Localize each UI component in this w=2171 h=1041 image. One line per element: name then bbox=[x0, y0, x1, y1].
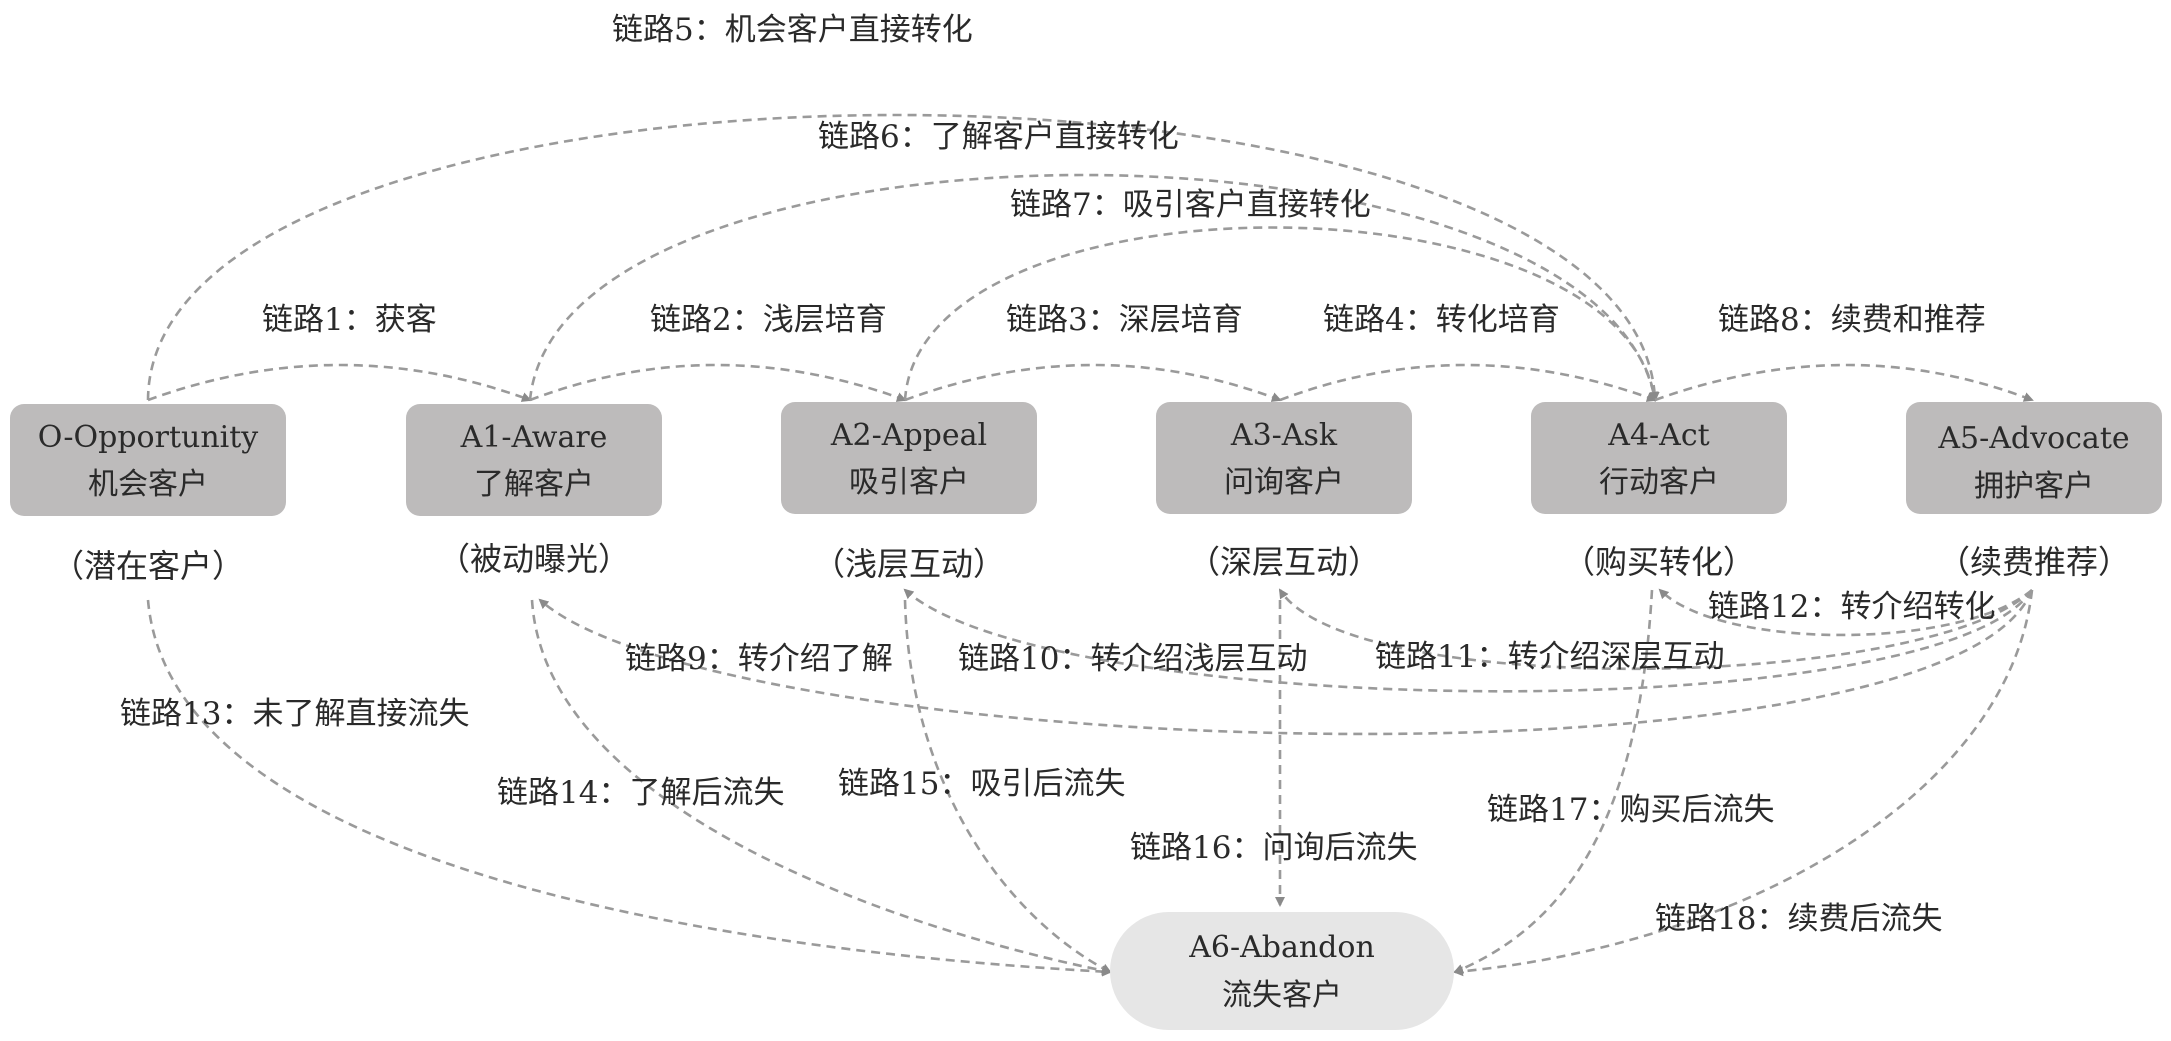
stage-en-label: A3-Ask bbox=[1230, 418, 1338, 453]
link-path-4 bbox=[1279, 363, 1657, 402]
link-label-7: 链路7：吸引客户直接转化 bbox=[1010, 187, 1371, 223]
stage-A3-subtitle: （深层互动） bbox=[1188, 543, 1380, 581]
stage-A2-subtitle: （浅层互动） bbox=[813, 545, 1005, 583]
link-path-6 bbox=[528, 173, 1659, 402]
stage-en-label: A6-Abandon bbox=[1188, 930, 1375, 965]
link-path-13 bbox=[146, 599, 1112, 977]
stage-cn-label: 吸引客户 bbox=[849, 465, 969, 500]
stage-box-A6: A6-Abandon 流失客户 bbox=[1110, 912, 1454, 1030]
stage-cn-label: 问询客户 bbox=[1224, 465, 1344, 500]
stage-en-label: A5-Advocate bbox=[1937, 421, 2129, 456]
link-labels: 链路5：机会客户直接转化 链路6：了解客户直接转化 链路7：吸引客户直接转化 链… bbox=[120, 12, 1995, 937]
link-label-11: 链路11：转介绍深层互动 bbox=[1375, 639, 1724, 675]
link-path-12 bbox=[1658, 588, 2033, 637]
link-path-9 bbox=[538, 589, 2034, 736]
stage-en-label: A1-Aware bbox=[460, 420, 608, 455]
stage-box-A4: A4-Act 行动客户 bbox=[1531, 402, 1787, 514]
link-path-3 bbox=[904, 363, 1282, 402]
link-path-7 bbox=[903, 226, 1659, 402]
stage-cn-label: 流失客户 bbox=[1222, 978, 1342, 1013]
link-label-17: 链路17：购买后流失 bbox=[1487, 792, 1774, 828]
link-label-16: 链路16：问询后流失 bbox=[1130, 830, 1417, 866]
stage-en-label: O-Opportunity bbox=[38, 420, 259, 455]
link-label-13: 链路13：未了解直接流失 bbox=[120, 696, 469, 732]
link-path-11 bbox=[1278, 588, 2033, 671]
stage-box-A3: A3-Ask 问询客户 bbox=[1156, 402, 1412, 514]
stage-box-A5: A5-Advocate 拥护客户 bbox=[1906, 402, 2162, 514]
stage-A1-subtitle: （被动曝光） bbox=[438, 540, 630, 578]
stage-en-label: A2-Appeal bbox=[830, 418, 987, 453]
link-label-14: 链路14：了解后流失 bbox=[497, 775, 784, 811]
link-path-1 bbox=[147, 363, 532, 402]
link-path-17 bbox=[1453, 589, 1654, 974]
stage-A4-subtitle: （购买转化） bbox=[1563, 543, 1755, 581]
link-label-12: 链路12：转介绍转化 bbox=[1708, 589, 1995, 625]
stage-A5-subtitle: （续费推荐） bbox=[1938, 543, 2130, 581]
link-label-4: 链路4：转化培育 bbox=[1323, 302, 1560, 338]
link-label-1: 链路1：获客 bbox=[262, 302, 437, 338]
stage-O-subtitle: （潜在客户） bbox=[52, 547, 244, 585]
link-label-5: 链路5：机会客户直接转化 bbox=[612, 12, 973, 48]
stage-cn-label: 了解客户 bbox=[474, 467, 594, 502]
link-path-10 bbox=[903, 588, 2034, 693]
stage-cn-label: 行动客户 bbox=[1599, 465, 1719, 500]
stage-cn-label: 机会客户 bbox=[88, 467, 208, 502]
link-label-8: 链路8：续费和推荐 bbox=[1718, 302, 1986, 338]
link-label-2: 链路2：浅层培育 bbox=[650, 302, 887, 338]
link-path-2 bbox=[529, 363, 907, 402]
link-label-9: 链路9：转介绍了解 bbox=[625, 641, 893, 677]
link-label-10: 链路10：转介绍浅层互动 bbox=[958, 641, 1307, 677]
stage-box-O: O-Opportunity 机会客户 bbox=[10, 404, 286, 516]
stage-en-label: A4-Act bbox=[1607, 418, 1709, 453]
link-path-18 bbox=[1453, 589, 2034, 977]
link-path-5 bbox=[146, 113, 1660, 402]
link-label-15: 链路15：吸引后流失 bbox=[838, 766, 1125, 802]
link-label-6: 链路6：了解客户直接转化 bbox=[818, 119, 1179, 155]
link-paths bbox=[146, 113, 2034, 977]
stage-box-A2: A2-Appeal 吸引客户 bbox=[781, 402, 1037, 514]
stage-box-A1: A1-Aware 了解客户 bbox=[406, 404, 662, 516]
link-path-8 bbox=[1654, 363, 2034, 402]
link-path-15 bbox=[903, 599, 1112, 974]
link-label-3: 链路3：深层培育 bbox=[1006, 302, 1243, 338]
stage-cn-label: 拥护客户 bbox=[1974, 469, 2094, 504]
link-label-18: 链路18：续费后流失 bbox=[1655, 901, 1942, 937]
